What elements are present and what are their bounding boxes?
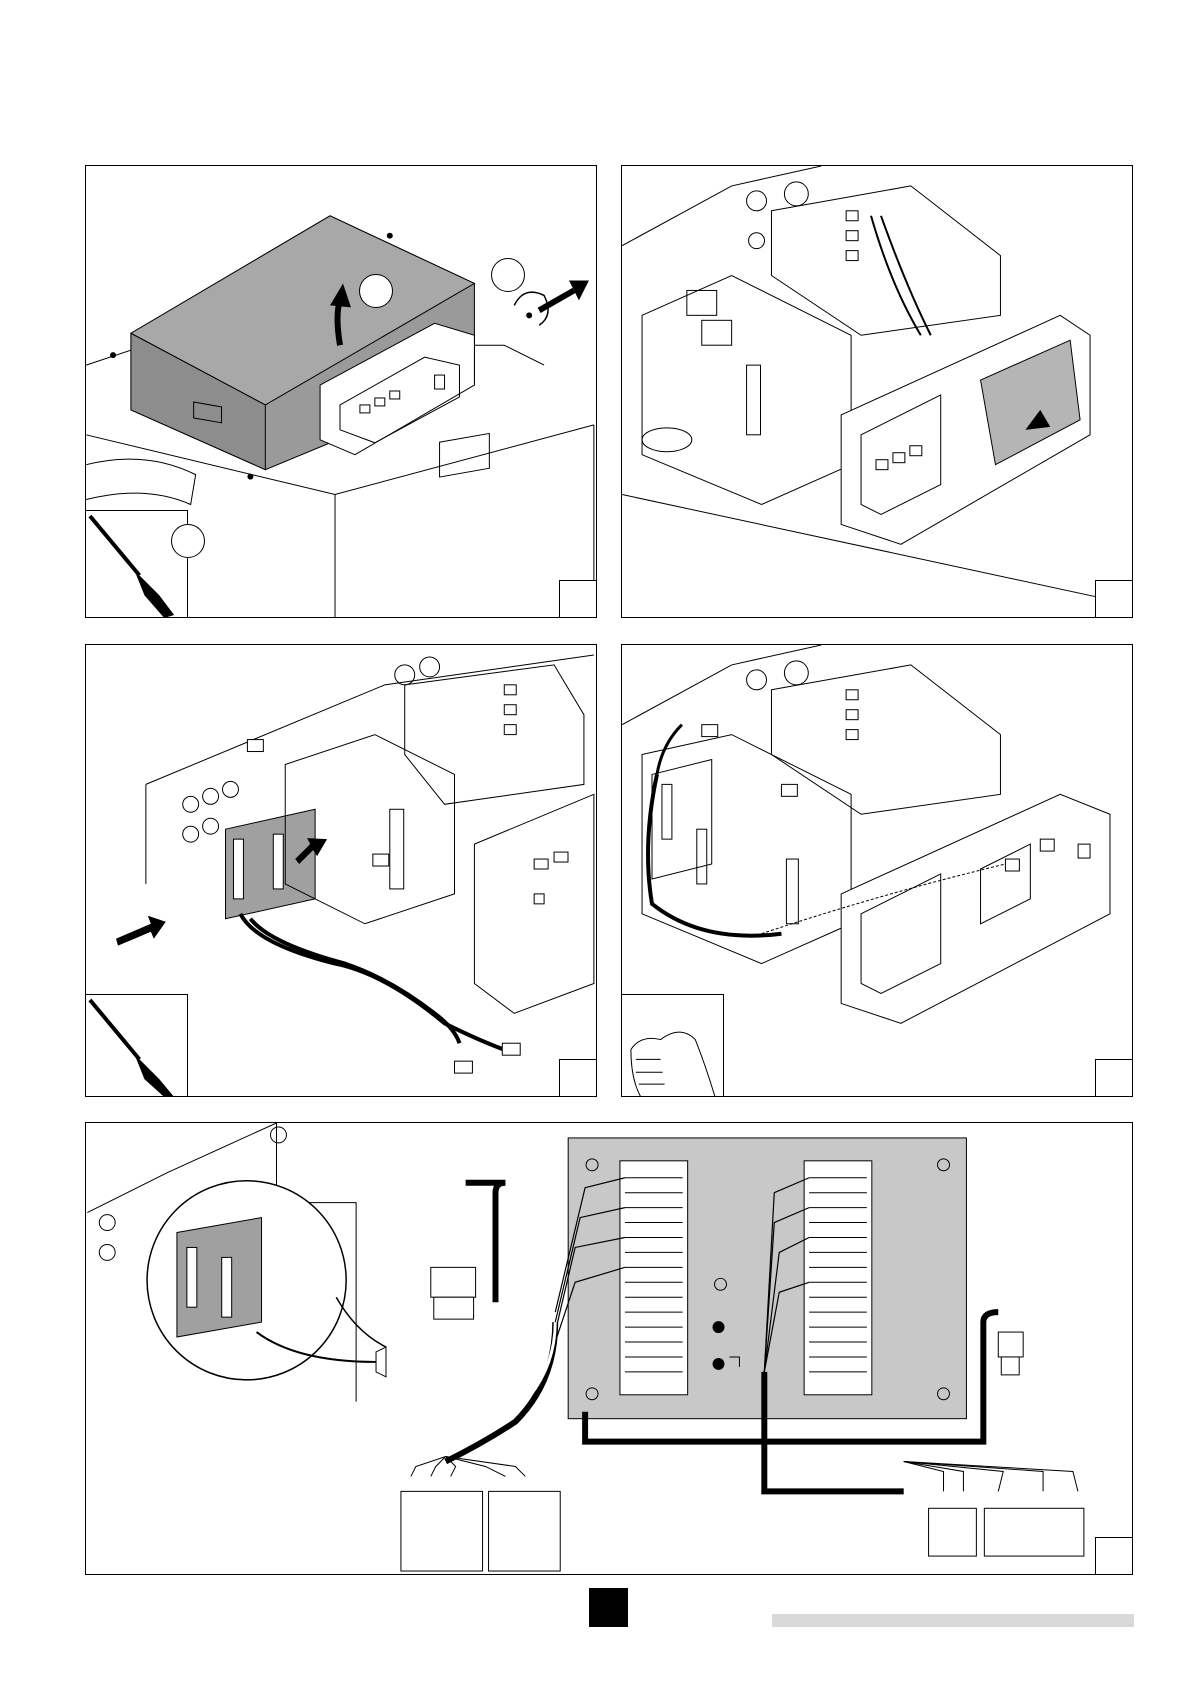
figure-2-remove-label — [621, 165, 1133, 618]
step-box-1 — [559, 580, 597, 618]
callout-2 — [491, 258, 525, 292]
screwdriver-inset-2 — [85, 994, 188, 1097]
hand-inset — [621, 994, 724, 1097]
figure-4-route-cables — [621, 644, 1133, 1097]
figure-1-remove-cover — [85, 165, 597, 618]
step-box-3 — [559, 1059, 597, 1097]
step-box-5 — [1095, 1537, 1133, 1575]
footer-bar — [772, 1614, 1134, 1627]
figure-5-drawing — [86, 1123, 1132, 1574]
figure-5-wiring-diagram — [85, 1122, 1133, 1575]
figure-3-install-pcb — [85, 644, 597, 1097]
hand-icon — [621, 995, 723, 1097]
page-number — [589, 1588, 628, 1627]
figure-2-drawing — [622, 166, 1132, 617]
screwdriver-inset — [85, 510, 188, 618]
callout-1 — [359, 274, 393, 308]
screwdriver-icon — [85, 995, 187, 1097]
screwdriver-icon — [85, 511, 187, 618]
callout-3 — [171, 524, 205, 558]
step-box-4 — [1095, 1059, 1133, 1097]
step-box-2 — [1095, 580, 1133, 618]
